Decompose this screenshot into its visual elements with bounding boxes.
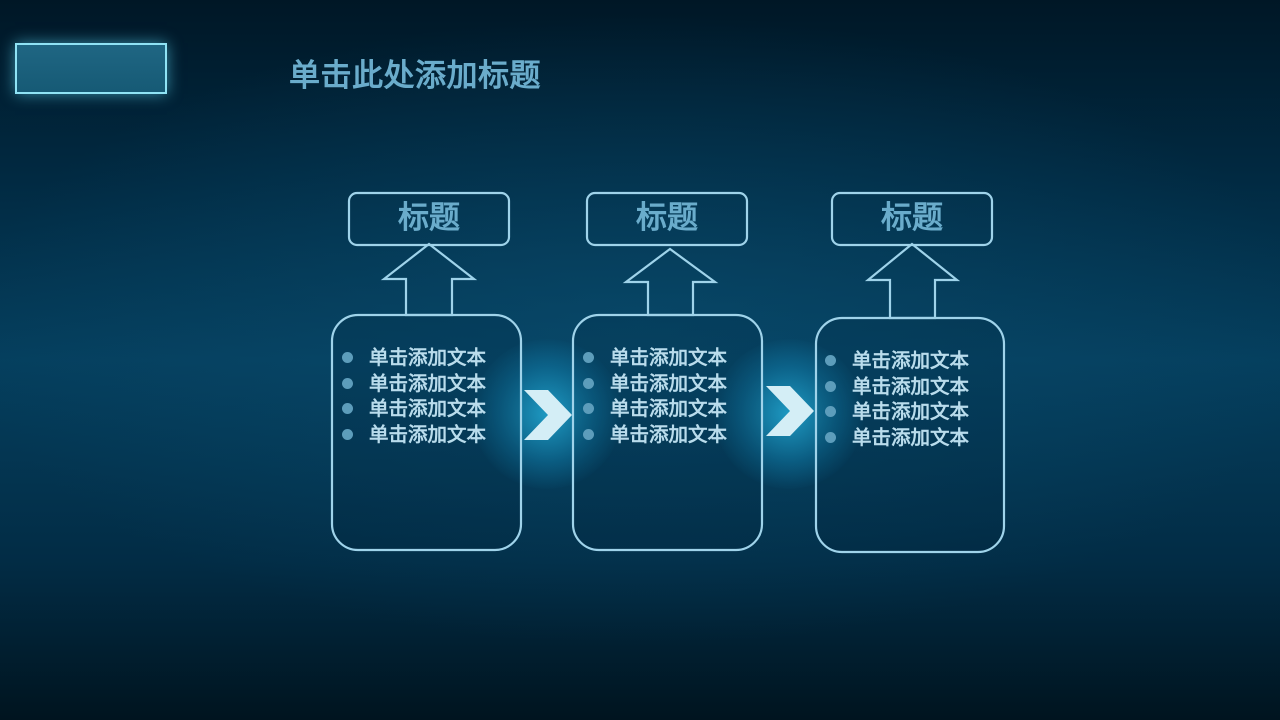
bullet-dot-icon bbox=[583, 428, 594, 440]
list-item[interactable]: 单击添加文本 bbox=[823, 425, 969, 451]
list-item-text: 单击添加文本 bbox=[852, 349, 970, 372]
bullet-dot-icon bbox=[583, 403, 594, 415]
bullet-dot-icon bbox=[342, 352, 353, 363]
list-item[interactable]: 单击添加文本 bbox=[823, 399, 969, 425]
bullet-dot-icon bbox=[825, 355, 836, 366]
list-item-text: 单击添加文本 bbox=[369, 346, 487, 369]
list-item-text: 单击添加文本 bbox=[610, 371, 728, 395]
up-arrow-outline-icon bbox=[380, 242, 478, 317]
step-3-bullet-list: 单击添加文本 单击添加文本 单击添加文本 单击添加文本 bbox=[823, 348, 969, 450]
bullet-dot-icon bbox=[825, 380, 836, 392]
chevron-right-icon bbox=[524, 390, 572, 440]
up-arrow-outline-icon bbox=[864, 242, 961, 320]
bullet-dot-icon bbox=[583, 377, 594, 389]
up-arrow-outline-icon bbox=[622, 247, 719, 317]
step-2-bullet-list: 单击添加文本 单击添加文本 单击添加文本 单击添加文本 bbox=[581, 345, 727, 447]
list-item[interactable]: 单击添加文本 bbox=[340, 371, 486, 397]
bullet-dot-icon bbox=[342, 428, 353, 440]
glow-1 bbox=[472, 339, 622, 489]
list-item-text: 单击添加文本 bbox=[369, 397, 487, 421]
list-item-text: 单击添加文本 bbox=[852, 425, 970, 449]
list-item-text: 单击添加文本 bbox=[610, 397, 728, 421]
list-item[interactable]: 单击添加文本 bbox=[581, 422, 727, 448]
list-item[interactable]: 单击添加文本 bbox=[581, 396, 727, 422]
content-box-2 bbox=[571, 313, 764, 552]
list-item[interactable]: 单击添加文本 bbox=[340, 422, 486, 448]
list-item-text: 单击添加文本 bbox=[369, 371, 487, 395]
heading-box-2 bbox=[585, 191, 749, 247]
content-box-3 bbox=[814, 316, 1006, 554]
step-heading-1[interactable]: 标题 bbox=[398, 200, 460, 236]
list-item-text: 单击添加文本 bbox=[610, 422, 728, 446]
list-item[interactable]: 单击添加文本 bbox=[581, 371, 727, 397]
step-1-bullet-list: 单击添加文本 单击添加文本 单击添加文本 单击添加文本 bbox=[340, 345, 486, 447]
list-item-text: 单击添加文本 bbox=[852, 374, 970, 398]
list-item[interactable]: 单击添加文本 bbox=[581, 345, 727, 371]
logo-placeholder-box[interactable] bbox=[15, 43, 167, 94]
chevron-right-icon bbox=[766, 386, 814, 436]
list-item-text: 单击添加文本 bbox=[852, 400, 970, 424]
list-item-text: 单击添加文本 bbox=[610, 346, 728, 369]
list-item[interactable]: 单击添加文本 bbox=[340, 396, 486, 422]
list-item[interactable]: 单击添加文本 bbox=[340, 345, 486, 371]
list-item-text: 单击添加文本 bbox=[369, 422, 487, 446]
step-heading-2[interactable]: 标题 bbox=[636, 200, 698, 236]
list-item[interactable]: 单击添加文本 bbox=[823, 374, 969, 400]
bullet-dot-icon bbox=[825, 406, 836, 418]
bullet-dot-icon bbox=[342, 403, 353, 415]
bullet-dot-icon bbox=[583, 352, 594, 363]
list-item[interactable]: 单击添加文本 bbox=[823, 348, 969, 374]
step-heading-3[interactable]: 标题 bbox=[881, 200, 943, 236]
bullet-dot-icon bbox=[825, 431, 836, 443]
bullet-dot-icon bbox=[342, 377, 353, 389]
content-box-1 bbox=[330, 313, 523, 552]
slide-title[interactable]: 单击此处添加标题 bbox=[289, 58, 541, 94]
